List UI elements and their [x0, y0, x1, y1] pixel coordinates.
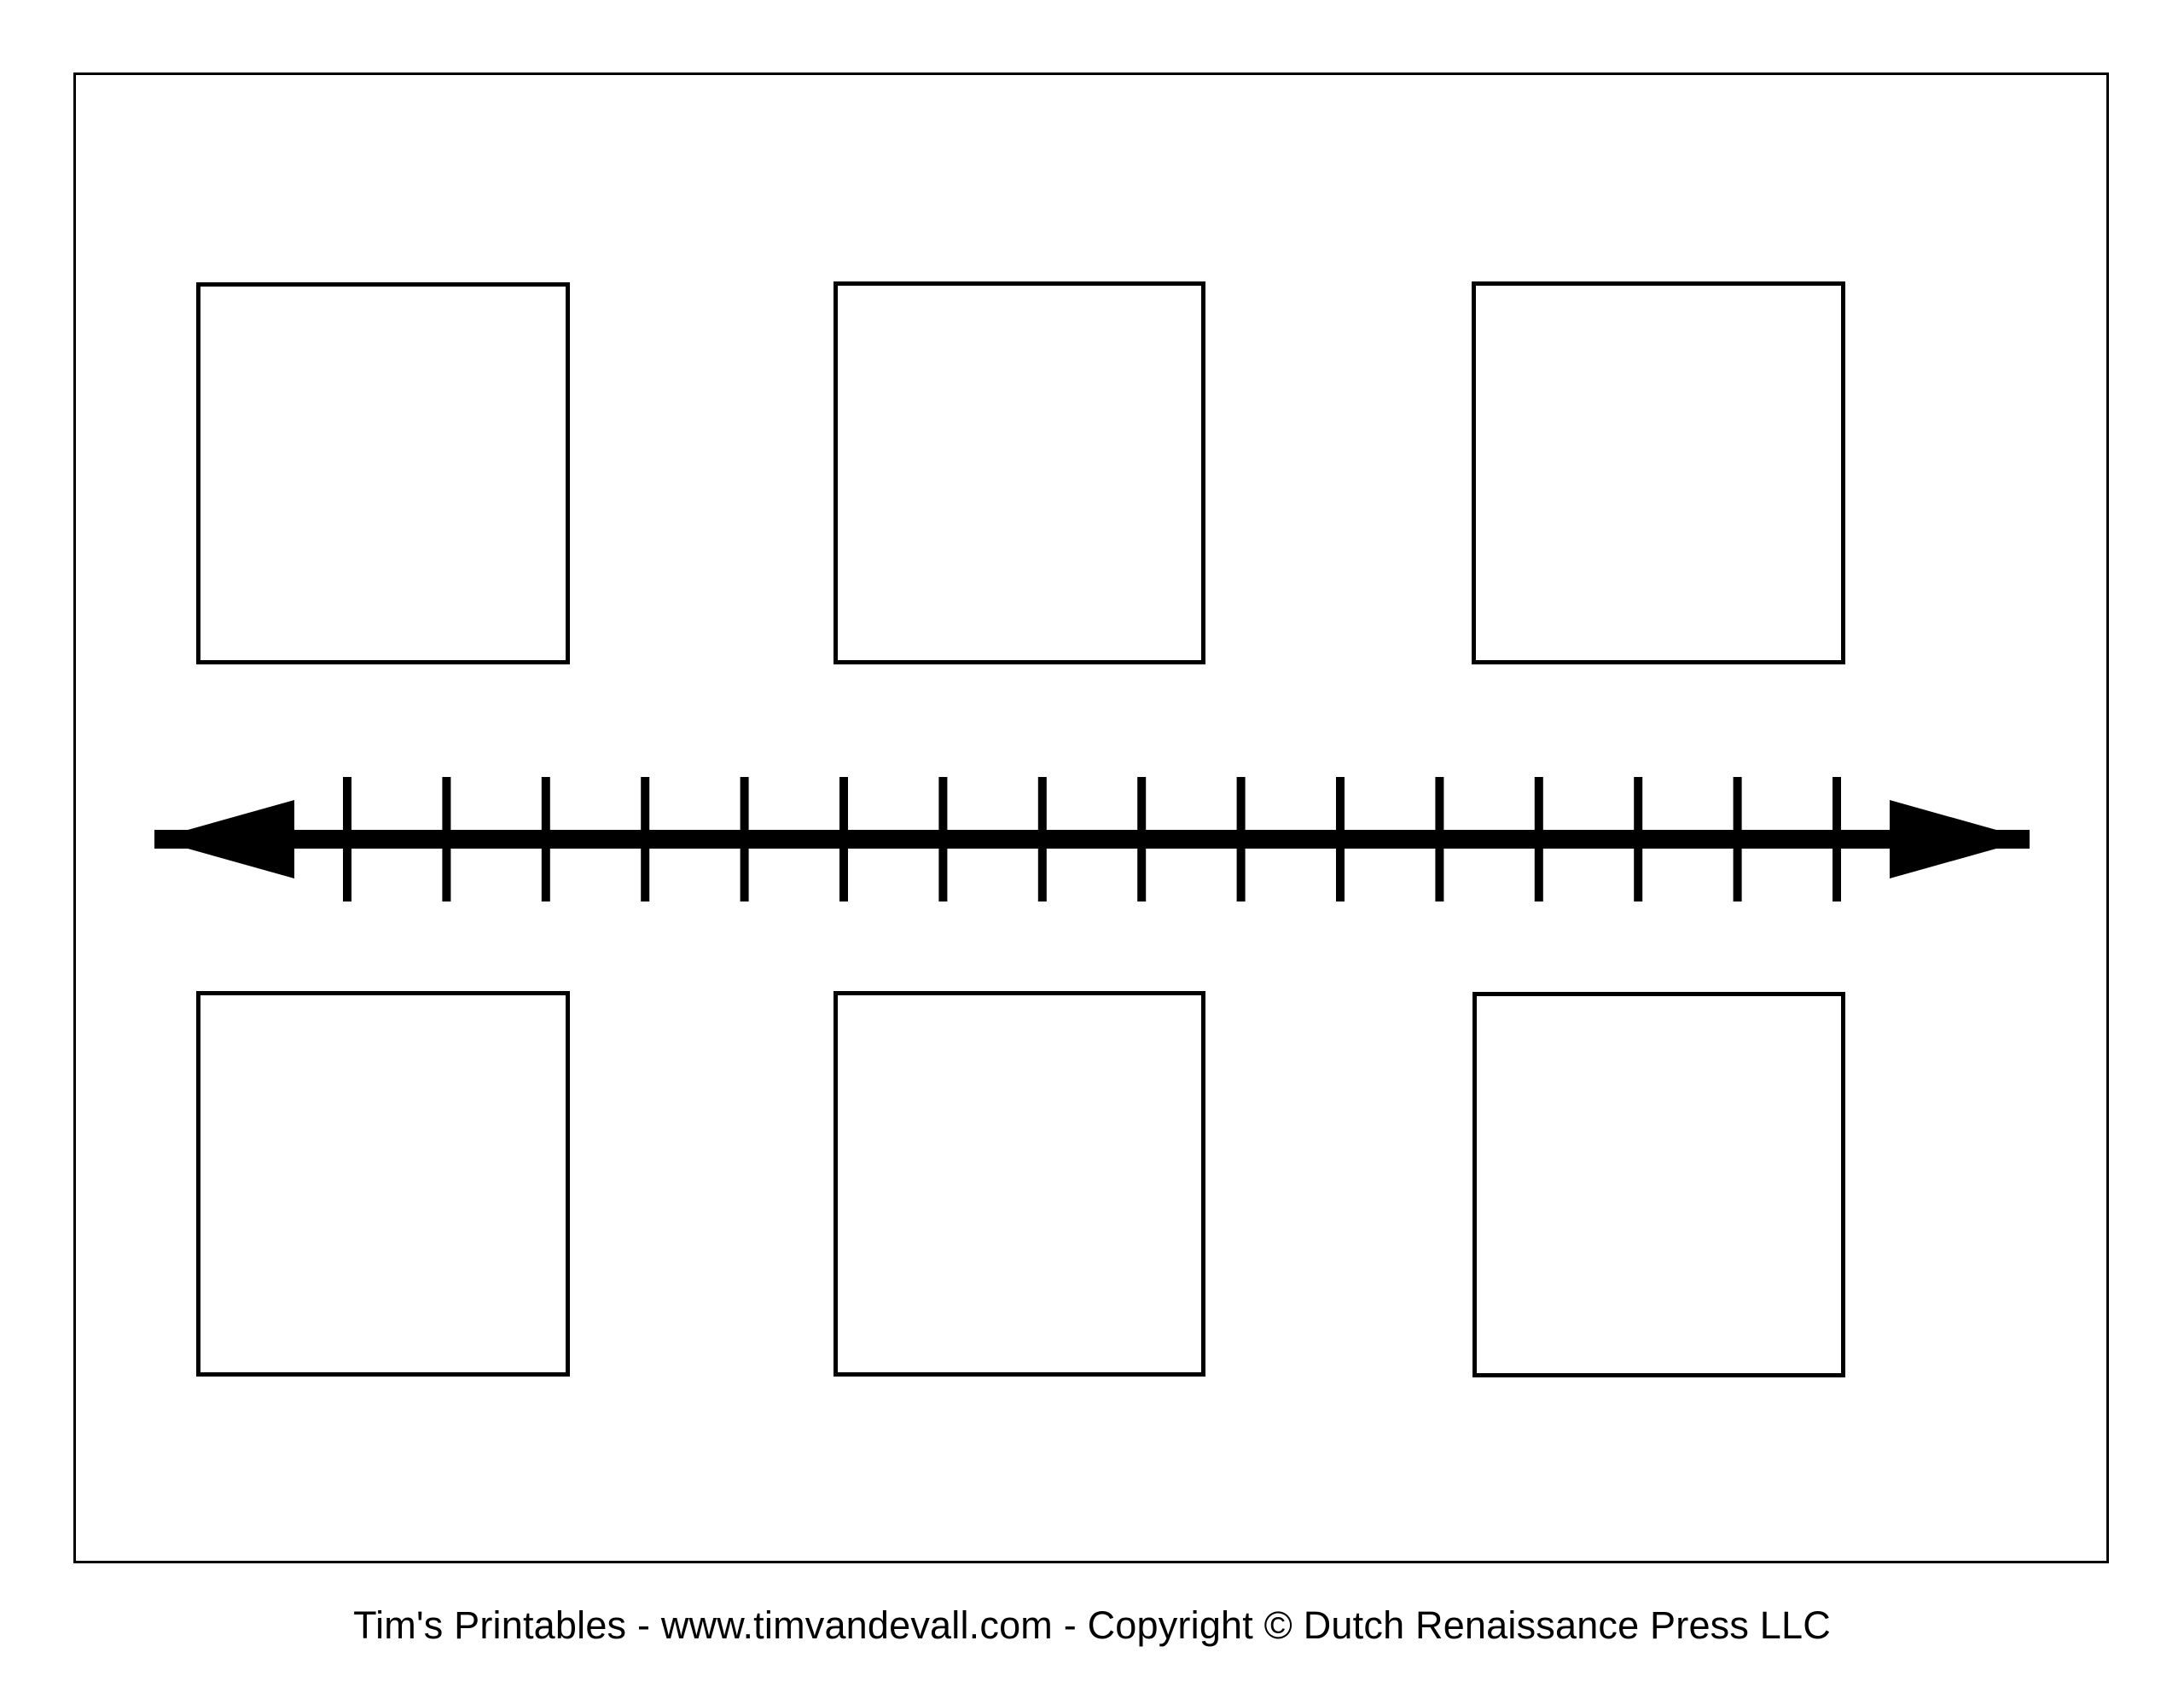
tick-mark [1634, 777, 1643, 901]
arrow-right-icon [1890, 800, 2030, 878]
tick-mark [938, 777, 948, 901]
footer-credit-text: Tim's Printables - www.timvandevall.com … [353, 1603, 1831, 1647]
number-line-graphic [154, 777, 2030, 901]
tick-mark [1236, 777, 1246, 901]
number-line-bar [154, 830, 2030, 849]
tick-mark [1037, 777, 1047, 901]
tick-mark [740, 777, 749, 901]
number-line[interactable] [0, 751, 2184, 930]
tick-mark [1137, 777, 1147, 901]
tick-mark [1336, 777, 1345, 901]
tick-mark [1733, 777, 1742, 901]
answer-box-bottom-right[interactable] [1472, 992, 1845, 1377]
tick-mark [839, 777, 848, 901]
tick-mark-group [343, 777, 1841, 901]
tick-mark [1534, 777, 1543, 901]
tick-mark [541, 777, 550, 901]
arrow-left-icon [154, 800, 294, 878]
answer-box-bottom-left[interactable] [196, 991, 570, 1377]
tick-mark [641, 777, 650, 901]
answer-box-top-right[interactable] [1472, 281, 1845, 664]
tick-mark [1435, 777, 1444, 901]
answer-box-top-left[interactable] [196, 282, 570, 664]
answer-box-bottom-center[interactable] [834, 991, 1205, 1377]
tick-mark [343, 777, 351, 901]
answer-box-top-center[interactable] [834, 281, 1205, 664]
tick-mark [1833, 777, 1841, 901]
tick-mark [442, 777, 451, 901]
page-border [73, 72, 2109, 1563]
